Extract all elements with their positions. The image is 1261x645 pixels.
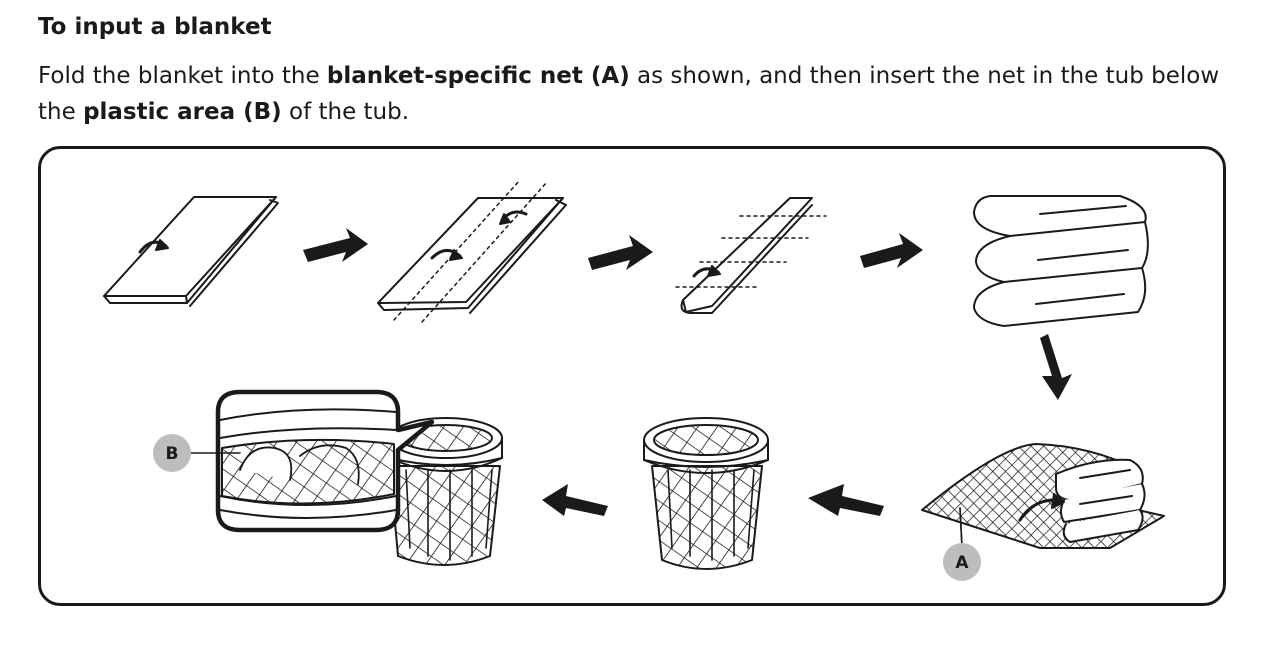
step7-tub-detail — [215, 389, 503, 566]
instruction-text-3: of the tub. — [281, 99, 410, 125]
section-heading: To input a blanket — [38, 14, 272, 40]
arrow-right-1-icon — [303, 228, 368, 262]
arrow-right-2-icon — [588, 235, 653, 270]
callout-a-label: A — [955, 553, 969, 573]
callout-b-label: B — [166, 444, 179, 464]
step1-flat-blanket — [103, 196, 279, 307]
step5-blanket-in-net — [921, 443, 1165, 549]
step2-folding-blanket — [377, 179, 567, 323]
step3-narrow-strip — [675, 197, 827, 314]
callout-b: B — [153, 434, 191, 472]
instruction-text-1: Fold the blanket into the — [38, 63, 327, 89]
instruction-bold-plastic: plastic area (B) — [83, 99, 282, 125]
callout-a: A — [943, 543, 981, 581]
instruction-bold-net: blanket-specific net (A) — [326, 63, 630, 89]
callout-a-leader — [959, 507, 963, 547]
step4-folded-stack — [973, 195, 1149, 327]
blanket-folding-figure — [38, 146, 1226, 606]
step6-tub-with-net — [643, 417, 769, 570]
arrow-down-icon — [1040, 334, 1072, 400]
instruction-paragraph: Fold the blanket into the blanket-specif… — [38, 58, 1228, 130]
arrow-left-2-icon — [542, 484, 608, 516]
instruction-text-2: as shown, and then insert the net in the… — [38, 63, 1220, 125]
arrow-left-1-icon — [808, 484, 884, 516]
arrow-right-3-icon — [860, 233, 923, 268]
